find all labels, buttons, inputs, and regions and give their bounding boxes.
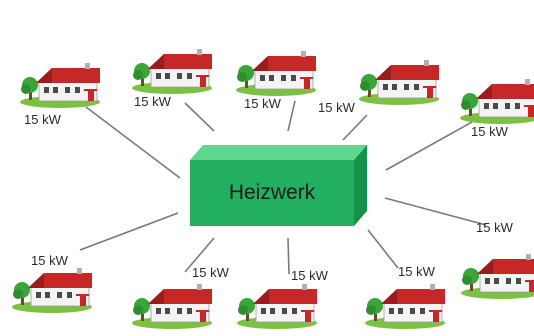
consumer-label-1: 15 kW [24,112,61,127]
consumer-label-2: 15 kW [134,94,171,109]
house-icon [235,50,317,97]
connection-line [287,237,290,275]
connection-line [287,100,296,132]
connection-line [384,197,487,226]
heizwerk-label: Heizwerk [228,181,316,204]
house-icon [131,283,213,330]
house-icon [11,267,93,314]
connection-line [184,237,215,273]
consumer-label-6: 15 kW [476,220,513,235]
house-icon [358,59,440,106]
connection-lines [79,100,487,275]
consumer-label-5: 15 kW [471,124,508,139]
connection-line [85,106,181,179]
connection-line [342,114,368,141]
consumer-label-9: 15 kW [192,265,229,280]
heizwerk-box [190,145,367,226]
house-icon [460,253,534,300]
consumer-label-7: 15 kW [398,264,435,279]
consumer-label-4: 15 kW [318,100,355,115]
consumer-label-8: 15 kW [291,268,328,283]
consumer-label-10: 15 kW [31,253,68,268]
house-icon [19,62,101,109]
house-icon [364,283,446,330]
connection-line [184,102,215,132]
connection-line [367,229,399,269]
consumer-label-3: 15 kW [244,96,281,111]
house-icon [131,48,213,95]
house-icon [459,78,534,125]
house-icon [236,283,318,330]
connection-line [385,121,473,171]
connection-line [79,212,179,251]
